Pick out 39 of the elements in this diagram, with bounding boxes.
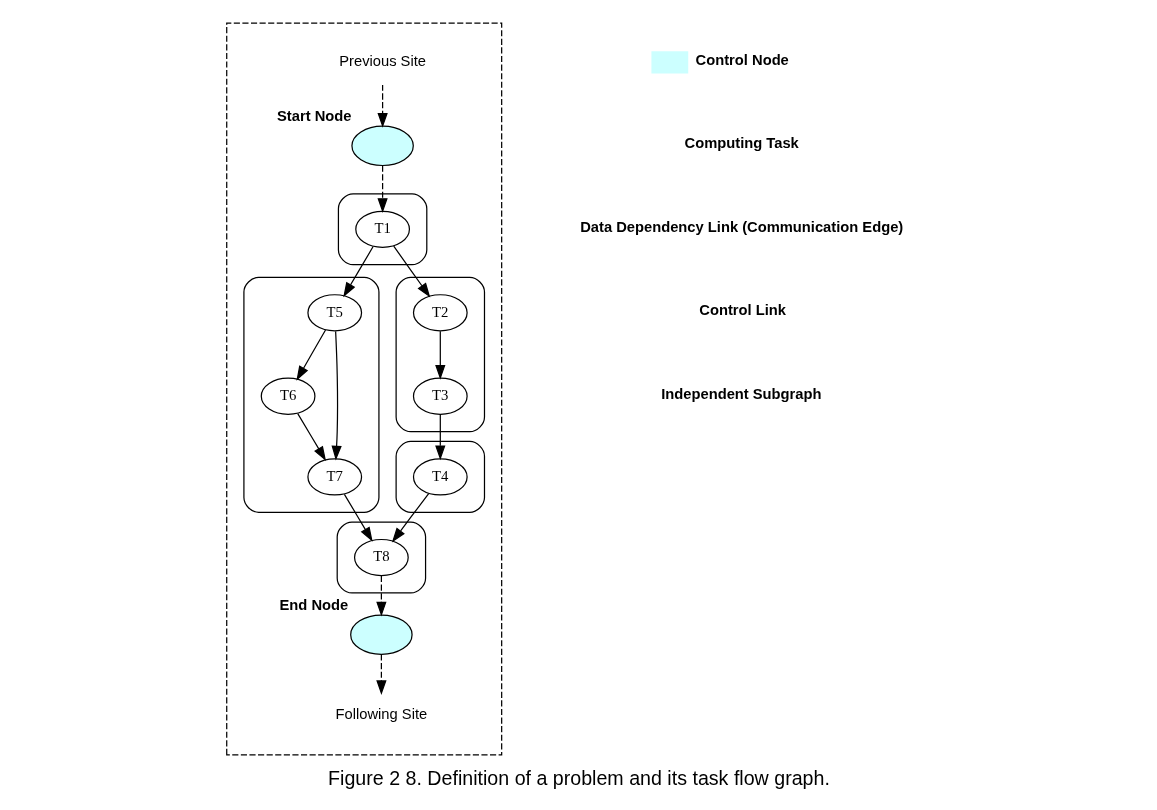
arrow — [376, 165, 388, 213]
node-text: Following Site — [335, 706, 427, 723]
legend-label: Control Node — [695, 51, 789, 68]
node-ellipse: T5 — [306, 294, 362, 332]
cluster — [337, 193, 427, 266]
node-ellipse: T8 — [353, 538, 409, 577]
node-ellipse: T6 — [260, 377, 316, 415]
arrow — [434, 330, 445, 380]
legend-label: Control Link — [698, 302, 786, 319]
node-ellipse — [349, 614, 413, 655]
arrow — [376, 84, 388, 128]
caption: Figure 2 8. Definition of a problem and its task flow graph. — [327, 767, 830, 790]
node-ellipse: T4 — [412, 458, 468, 496]
node-label: Start Node — [276, 107, 351, 124]
arrow — [343, 493, 373, 542]
arrow — [434, 414, 445, 461]
arrow — [295, 329, 326, 381]
arrow — [375, 575, 387, 617]
node-ellipse — [350, 125, 414, 167]
cluster — [395, 440, 485, 513]
cluster — [395, 276, 485, 433]
arrow — [331, 330, 342, 461]
cluster — [242, 276, 380, 513]
node-text: Previous Site — [338, 53, 426, 70]
arrow — [392, 245, 430, 298]
legend-label: Computing Task — [684, 135, 799, 152]
node-ellipse: T2 — [412, 294, 468, 332]
legend-label: Independent Subgraph — [660, 385, 822, 402]
legend-label: Data Dependency Link (Communication Edge) — [579, 218, 903, 235]
node-ellipse: T7 — [306, 458, 362, 496]
arrow — [342, 245, 374, 298]
cluster — [225, 22, 502, 756]
arrow — [296, 413, 326, 462]
node-ellipse: T1 — [354, 210, 410, 248]
node-ellipse: T3 — [412, 377, 468, 415]
arrow — [391, 492, 429, 543]
arrow — [375, 653, 387, 696]
node-label: End Node — [279, 596, 348, 613]
cluster — [336, 521, 426, 594]
